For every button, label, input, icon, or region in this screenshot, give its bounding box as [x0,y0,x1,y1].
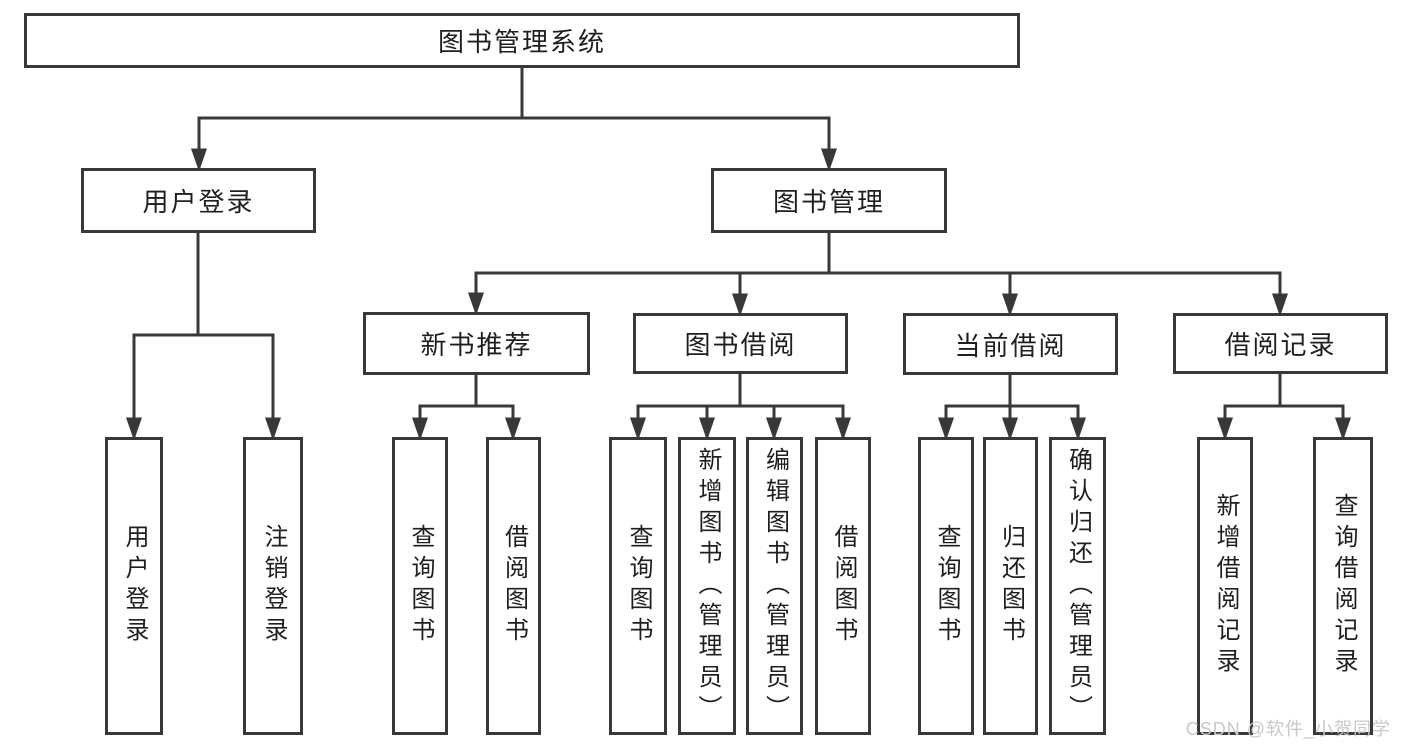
node-current-borrow: 当前借阅 [903,313,1118,375]
node-user-login: 用户登录 [81,168,316,233]
leaf-bb-borrow-books: 借阅图书 [815,437,871,735]
leaf-br-query-record: 查询借阅记录 [1313,437,1373,735]
leaf-bb-query-books: 查询图书 [609,437,667,735]
leaf-br-add-record: 新增借阅记录 [1197,437,1253,735]
leaf-user-login: 用户登录 [105,437,163,735]
node-new-book-recommend: 新书推荐 [363,312,590,375]
leaf-cb-query-books: 查询图书 [918,437,974,735]
node-library-management-system: 图书管理系统 [24,13,1020,68]
leaf-cb-return-books: 归还图书 [983,437,1038,735]
csdn-watermark: CSDN @软件_小贺同学 [1185,719,1391,739]
leaf-bb-add-books-admin: 新增图书（管理员） [678,437,736,735]
leaf-nbr-query-books: 查询图书 [392,437,448,735]
leaf-logout: 注销登录 [243,437,303,735]
node-book-borrow: 图书借阅 [633,313,848,374]
node-book-management: 图书管理 [711,168,947,233]
leaf-cb-confirm-return-admin: 确认归还（管理员） [1049,437,1106,735]
node-borrow-records: 借阅记录 [1173,313,1388,374]
leaf-nbr-borrow-books: 借阅图书 [486,437,541,735]
leaf-bb-edit-books-admin: 编辑图书（管理员） [746,437,803,735]
